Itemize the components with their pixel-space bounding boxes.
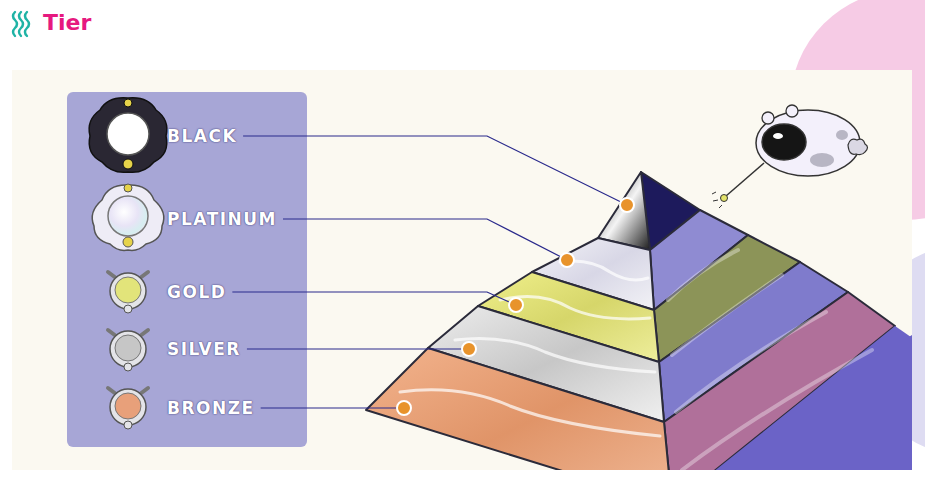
title-icon	[13, 12, 17, 36]
mascot	[848, 139, 868, 155]
gold-icon	[110, 273, 146, 309]
bronze-icon	[115, 393, 141, 419]
leader-line	[247, 348, 469, 349]
tier-dots	[462, 342, 476, 356]
mascot	[810, 153, 834, 167]
platinum-icon	[123, 237, 133, 247]
pyramid-right-face	[641, 172, 912, 470]
pyramid-front-face	[598, 172, 650, 250]
pyramid-front-face	[366, 172, 672, 470]
platinum-icon	[108, 196, 148, 236]
mascot	[712, 105, 868, 208]
black-icon	[89, 98, 167, 173]
pyramid-front-face	[366, 348, 672, 470]
black-icon	[107, 113, 149, 155]
leader-line	[232, 292, 516, 305]
tier-icons	[89, 98, 167, 429]
leader-line	[243, 136, 627, 205]
pyramid-right-marble	[668, 250, 738, 300]
tier-label: PLATINUM	[167, 209, 277, 229]
pyramid-right-marble	[682, 350, 872, 470]
tier-label: BLACK	[167, 126, 237, 146]
mascot	[773, 133, 783, 139]
tier-dots	[560, 253, 574, 267]
pyramid-right-marble	[672, 275, 782, 355]
pyramid-marble	[455, 339, 655, 373]
leader-line	[261, 407, 404, 408]
pyramid-right-marble	[676, 312, 826, 412]
silver-icon	[108, 330, 148, 371]
gold-icon	[115, 277, 141, 303]
page-title: Tier	[43, 9, 91, 37]
leader-lines	[232, 136, 627, 408]
pyramid-marble	[500, 296, 650, 318]
mascot	[712, 192, 722, 208]
platinum-icon	[124, 184, 132, 192]
pyramid	[366, 172, 912, 470]
legend-panel	[67, 92, 307, 447]
pyramid-right-face	[672, 326, 912, 470]
tier-dots	[397, 401, 411, 415]
gold-icon	[124, 305, 132, 313]
silver-icon	[124, 363, 132, 371]
bronze-icon	[124, 421, 132, 429]
pyramid-right-marble	[668, 250, 872, 470]
tier-dots	[509, 298, 523, 312]
tier-label: SILVER	[167, 339, 241, 359]
title-icon	[13, 12, 29, 36]
mascot	[762, 124, 806, 160]
platinum-icon	[92, 184, 164, 250]
gold-icon	[108, 272, 148, 313]
mascot	[726, 163, 764, 196]
mascot	[756, 110, 860, 176]
tier-label: GOLD	[167, 282, 226, 302]
black-icon	[124, 99, 132, 107]
mascot	[786, 105, 798, 117]
tier-dots	[397, 198, 634, 415]
bronze-icon	[108, 388, 148, 429]
tier-dots	[620, 198, 634, 212]
platinum-icon	[92, 185, 164, 250]
mascot	[762, 112, 774, 124]
leader-line	[283, 219, 567, 260]
black-icon	[123, 159, 133, 169]
bronze-icon	[110, 389, 146, 425]
silver-icon	[110, 331, 146, 367]
mascot	[721, 195, 728, 202]
title-icon	[19, 12, 23, 36]
mascot	[836, 130, 848, 140]
title-icon	[25, 12, 29, 36]
black-icon	[89, 98, 167, 173]
pyramid-marble	[400, 390, 660, 436]
silver-icon	[115, 335, 141, 361]
tier-label: BRONZE	[167, 398, 255, 418]
